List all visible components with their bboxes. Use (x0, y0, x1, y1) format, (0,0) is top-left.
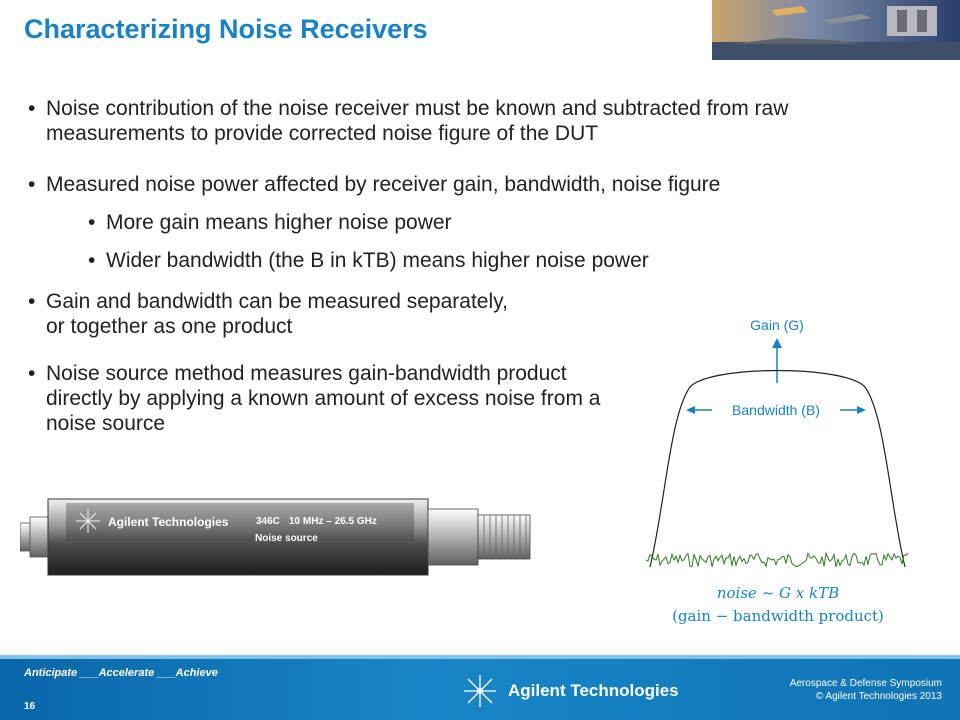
bullet-item: •Gain and bandwidth can be measured sepa… (28, 290, 508, 338)
device-brand: Agilent Technologies (108, 515, 229, 529)
noise-source-device: Agilent Technologies 346C 10 MHz – 26.5 … (20, 498, 531, 576)
bandwidth-label: Bandwidth (B) (732, 402, 820, 418)
device-range: 10 MHz – 26.5 GHz (289, 516, 377, 527)
bullet-item: •Measured noise power affected by receiv… (28, 173, 721, 196)
agilent-spark-icon (464, 675, 496, 707)
bandwidth-arrowhead-right (857, 406, 866, 414)
footer-tagline: Anticipate ___Accelerate ___Achieve (24, 667, 218, 679)
gain-bandwidth-diagram: Gain (G) Bandwidth (B) noise ~ G x kTB (… (645, 317, 909, 625)
bullet-item: •Noise contribution of the noise receive… (28, 97, 789, 145)
copyright: © Agilent Technologies 2013 (815, 691, 942, 702)
bullet-text: Noise contribution of the noise receiver… (46, 97, 789, 145)
footer-bar: Anticipate ___Accelerate ___Achieve 16 A… (0, 655, 960, 720)
page-number: 16 (24, 701, 36, 712)
bandwidth-arrowhead-left (686, 406, 695, 414)
footer-logo: Agilent Technologies (460, 673, 690, 709)
bullet-text: Noise source method measures gain-bandwi… (46, 362, 601, 435)
noise-formula: noise ~ G x kTB (717, 584, 839, 602)
bullet-text: Wider bandwidth (the B in kTB) means hig… (106, 249, 649, 272)
formula-caption: (gain − bandwidth product) (672, 607, 884, 625)
footer-event-info: Aerospace & Defense Symposium © Agilent … (742, 677, 942, 703)
noise-trace (645, 551, 909, 568)
device-model: 346C (256, 516, 280, 527)
footer-divider (0, 655, 960, 659)
response-curve (649, 369, 906, 568)
bullet-text: Gain and bandwidth can be measured separ… (46, 290, 508, 338)
bullet-item: •Noise source method measures gain-bandw… (28, 362, 601, 435)
slide-title: Characterizing Noise Receivers (24, 14, 428, 44)
gain-arrowhead (772, 338, 782, 348)
sub-bullet-item: •More gain means higher noise power (88, 211, 452, 234)
footer-logo-text: Agilent Technologies (508, 681, 679, 700)
device-name: Noise source (255, 533, 318, 544)
bullet-list: •Noise contribution of the noise receive… (28, 97, 789, 435)
bullet-text: More gain means higher noise power (106, 211, 452, 234)
agilent-spark-icon (76, 509, 100, 533)
sub-bullet-item: •Wider bandwidth (the B in kTB) means hi… (88, 249, 649, 272)
header-banner-image (712, 0, 960, 60)
bullet-text: Measured noise power affected by receive… (46, 173, 721, 196)
event-name: Aerospace & Defense Symposium (789, 678, 942, 689)
gain-label: Gain (G) (750, 317, 804, 333)
